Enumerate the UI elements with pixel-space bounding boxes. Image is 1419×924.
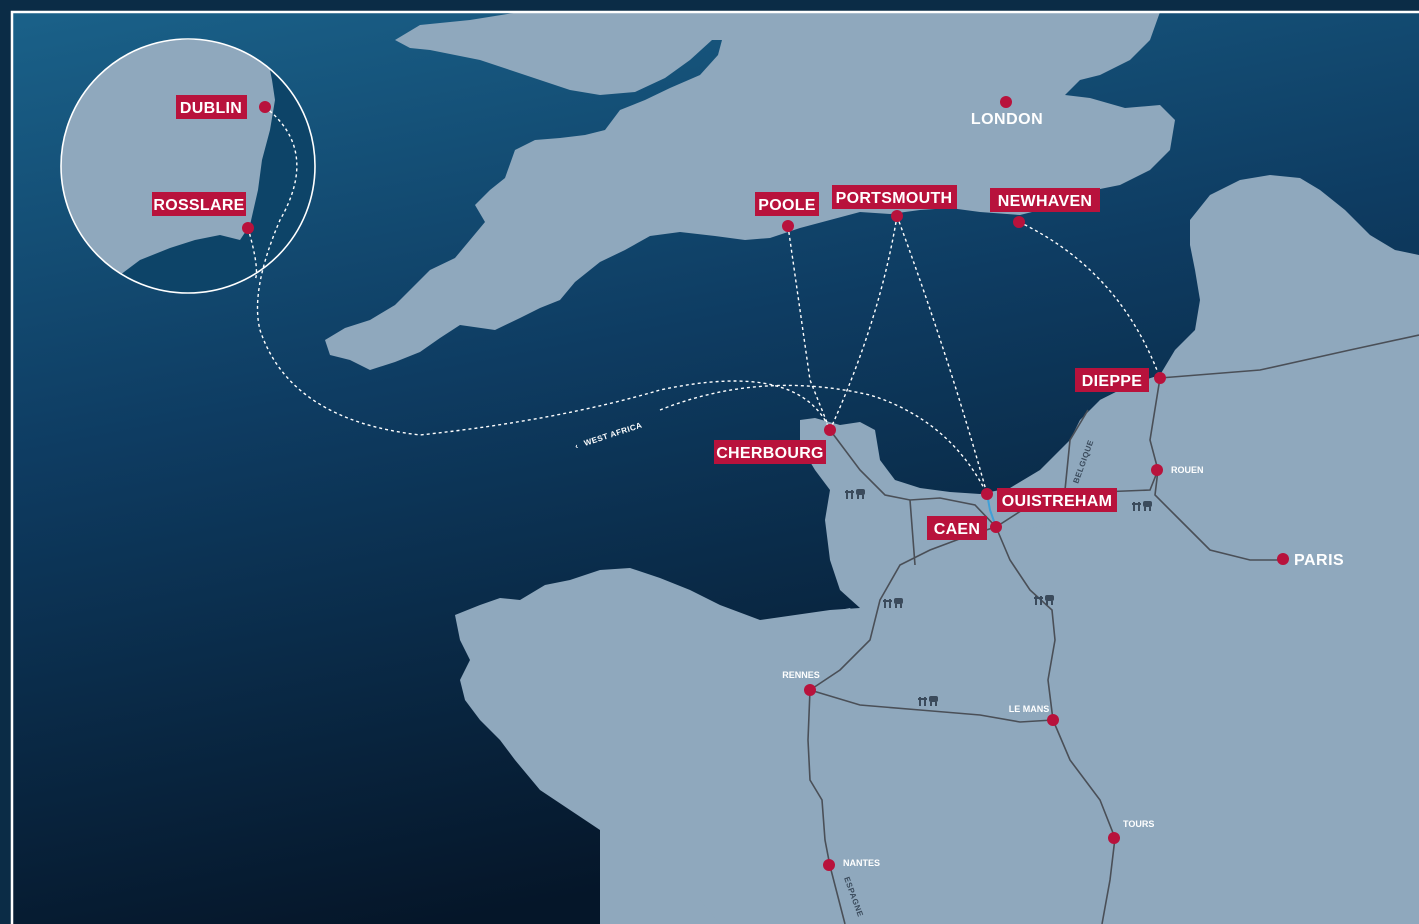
city-label-le-mans: LE MANS xyxy=(1009,704,1050,714)
highway-icon xyxy=(1132,501,1152,511)
city-label-tours: TOURS xyxy=(1123,819,1154,829)
map-border xyxy=(10,10,1419,924)
city-london[interactable]: LONDON xyxy=(971,96,1043,128)
city-label-nantes: NANTES xyxy=(843,858,880,868)
route-rosslare-cherbourg xyxy=(247,227,258,281)
highway-icon xyxy=(1034,595,1054,605)
port-dieppe[interactable]: DIEPPE xyxy=(1075,368,1166,392)
port-dublin[interactable]: DUBLIN xyxy=(176,95,271,119)
port-label-caen: CAEN xyxy=(934,521,981,538)
city-label-london: LONDON xyxy=(971,111,1043,128)
highway-icon xyxy=(918,696,938,706)
highway-icon xyxy=(845,489,865,499)
city-rennes[interactable]: RENNES xyxy=(782,670,820,696)
port-poole[interactable]: POOLE xyxy=(755,192,819,232)
route-west-africa-ouistreham xyxy=(659,384,988,495)
ferry-routes xyxy=(247,106,1161,495)
port-label-newhaven: NEWHAVEN xyxy=(998,193,1093,210)
highway-icon xyxy=(883,598,903,608)
port-label-rosslare: ROSSLARE xyxy=(153,197,244,214)
west-africa-arrow-icon: ‹ xyxy=(574,441,580,451)
route-portsmouth-cherbourg xyxy=(829,215,898,431)
city-label-rennes: RENNES xyxy=(782,670,820,680)
port-label-portsmouth: PORTSMOUTH xyxy=(836,190,953,207)
city-rouen[interactable]: ROUEN xyxy=(1151,464,1204,476)
city-label-rouen: ROUEN xyxy=(1171,465,1204,475)
land-brittany xyxy=(455,568,860,924)
port-newhaven[interactable]: NEWHAVEN xyxy=(990,188,1100,228)
port-rosslare[interactable]: ROSSLARE xyxy=(152,192,254,234)
port-caen[interactable]: CAEN xyxy=(927,516,1002,540)
highway-icons xyxy=(845,489,1152,706)
city-paris[interactable]: PARIS xyxy=(1277,552,1344,569)
port-ouistreham[interactable]: OUISTREHAM xyxy=(981,488,1117,512)
city-tours[interactable]: TOURS xyxy=(1108,819,1154,844)
route-dublin-cherbourg xyxy=(256,106,831,436)
port-cherbourg[interactable]: CHERBOURG xyxy=(714,424,836,464)
land-great-britain xyxy=(325,12,1175,370)
city-le-mans[interactable]: LE MANS xyxy=(1009,704,1059,726)
port-label-cherbourg: CHERBOURG xyxy=(716,445,824,462)
city-nantes[interactable]: NANTES xyxy=(823,858,880,871)
port-portsmouth[interactable]: PORTSMOUTH xyxy=(832,185,957,222)
port-label-poole: POOLE xyxy=(758,197,816,214)
route-newhaven-dieppe xyxy=(1018,221,1161,379)
port-label-dublin: DUBLIN xyxy=(180,100,242,117)
port-label-ouistreham: OUISTREHAM xyxy=(1002,493,1113,510)
port-label-dieppe: DIEPPE xyxy=(1082,373,1143,390)
city-label-paris: PARIS xyxy=(1294,552,1344,569)
